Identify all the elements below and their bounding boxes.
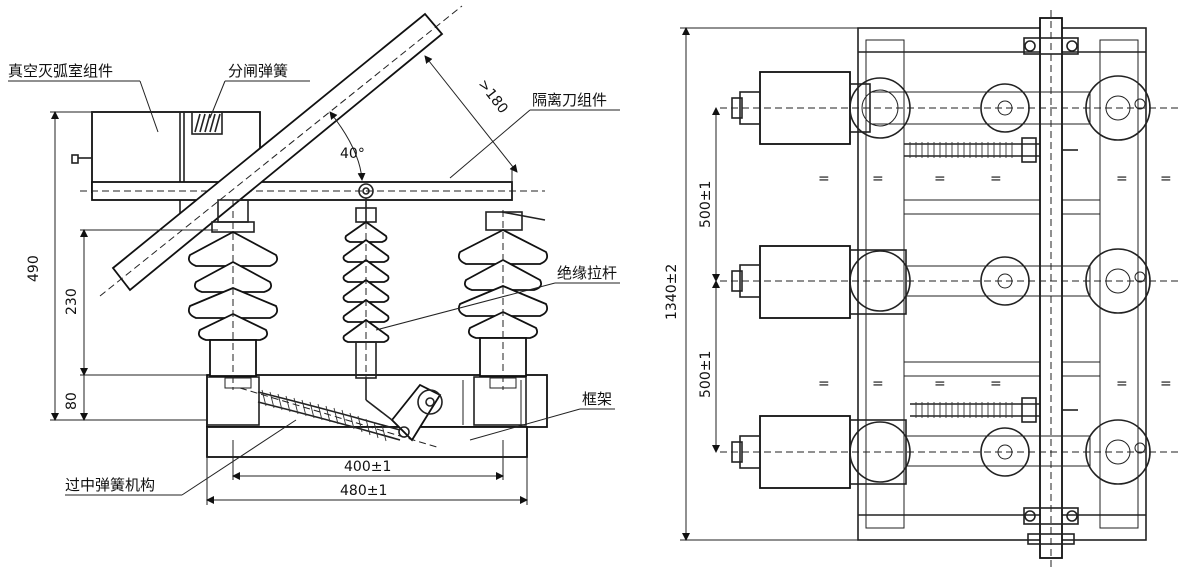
- side-leader-lines: [8, 80, 620, 496]
- label-vacuum-chamber: 真空灭弧室组件: [8, 62, 113, 80]
- dim-total-height: 490: [26, 255, 42, 282]
- equal-marks: = = = = = = = = = = = =: [818, 171, 1172, 392]
- dim-base-height: 80: [64, 392, 80, 410]
- dim-inner-span: 400±1: [344, 459, 391, 475]
- dim-pitch-upper: 500±1: [698, 181, 714, 228]
- equal-mark: =: [990, 171, 1002, 187]
- right-post-insulator: [457, 210, 549, 390]
- base-frame: [206, 374, 548, 458]
- equal-mark: =: [872, 171, 884, 187]
- label-opening-spring: 分闸弹簧: [228, 62, 288, 80]
- pole-2: [720, 245, 1180, 319]
- side-dimension-lines: [50, 55, 528, 505]
- overcenter-spring-mechanism: [239, 383, 443, 449]
- dim-clearance: >180: [475, 77, 511, 117]
- top-view: = = = = = = = = = = = = 1340±2 500±1 500…: [664, 10, 1180, 568]
- equal-mark: =: [990, 376, 1002, 392]
- equal-mark: =: [1116, 376, 1128, 392]
- equal-mark: =: [934, 376, 946, 392]
- dim-pitch-lower: 500±1: [698, 351, 714, 398]
- equal-mark: =: [1160, 376, 1172, 392]
- dim-insulator-height: 230: [64, 288, 80, 315]
- disconnect-blade: [99, 5, 463, 297]
- conductor-bar: [80, 181, 545, 201]
- dim-angle: 40°: [340, 146, 365, 162]
- dim-outer-span: 480±1: [340, 483, 387, 499]
- label-overcenter-spring: 过中弹簧机构: [65, 476, 155, 494]
- top-frame: [857, 27, 1147, 541]
- top-dimension-lines: [680, 27, 858, 541]
- dim-total-length: 1340±2: [664, 264, 680, 320]
- opening-spring-coil: [191, 111, 223, 135]
- pole-1: [720, 71, 1180, 163]
- equal-mark: =: [1116, 171, 1128, 187]
- pole-3: [720, 397, 1180, 489]
- drive-shaft: [1023, 10, 1079, 568]
- equal-mark: =: [934, 171, 946, 187]
- equal-mark: =: [872, 376, 884, 392]
- label-insulating-rod: 绝缘拉杆: [557, 264, 617, 282]
- side-view: 真空灭弧室组件 分闸弹簧 隔离刀组件 绝缘拉杆 框架 过中弹簧机构 40° >1…: [8, 5, 620, 505]
- equal-mark: =: [818, 376, 830, 392]
- equal-mark: =: [818, 171, 830, 187]
- insulating-rod: [342, 198, 390, 400]
- label-disconnect-blade: 隔离刀组件: [532, 91, 607, 109]
- left-post-insulator: [187, 199, 279, 390]
- equal-mark: =: [1160, 171, 1172, 187]
- label-frame: 框架: [582, 390, 612, 408]
